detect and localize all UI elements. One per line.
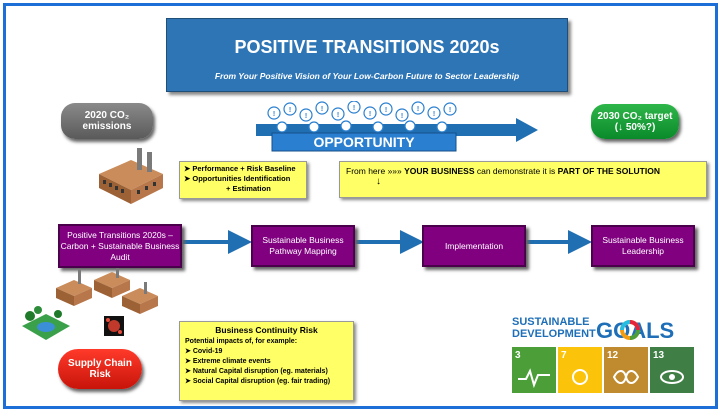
factory-icon [99, 148, 163, 204]
step-pathway-label: Sustainable Business Pathway Mapping [262, 235, 344, 256]
bullet-icon: ➤ [185, 378, 193, 385]
landscape-icon [22, 306, 70, 340]
svg-text:!: ! [289, 107, 291, 114]
svg-text:!: ! [353, 105, 355, 112]
bullet-icon: ➤ [184, 164, 193, 173]
virus-icon [104, 316, 124, 336]
svg-text:3: 3 [515, 350, 521, 361]
lightbulbs-icon [267, 101, 457, 133]
continuity-risk-note: Business Continuity Risk Potential impac… [179, 321, 354, 401]
target-line1: 2030 CO₂ target [597, 110, 673, 122]
sdg-line2: DEVELOPMENT [512, 328, 596, 340]
risk-item: Covid-19 [192, 348, 223, 355]
svg-text:!: ! [433, 111, 435, 118]
svg-text:!: ! [305, 113, 307, 120]
part-of-solution-text: PART OF THE SOLUTION [557, 166, 660, 176]
risk-item: Social Capital disruption (eg. fair trad… [192, 378, 331, 385]
bullet-icon: ➤ [185, 358, 193, 365]
sdg-tile-7: 7 [558, 347, 602, 393]
emissions-line1: 2020 CO₂ [84, 110, 130, 121]
svg-text:!: ! [273, 111, 275, 118]
continuity-risk-intro: Potential impacts of, for example: [185, 338, 298, 345]
svg-text:!: ! [321, 106, 323, 113]
svg-text:12: 12 [607, 350, 619, 361]
svg-text:!: ! [337, 112, 339, 119]
risk-item: Natural Capital disruption (eg. material… [192, 368, 328, 375]
baseline-item-3: + Estimation [226, 184, 271, 193]
small-factory-icon [94, 268, 130, 298]
title-box: POSITIVE TRANSITIONS 2020s From Your Pos… [166, 18, 568, 92]
sdg-tile-12: 12 [604, 347, 648, 393]
emissions-2020-badge: 2020 CO₂ emissions [61, 103, 153, 139]
sdg-tile-3: 3 [512, 347, 556, 393]
diagram-frame: POSITIVE TRANSITIONS 2020s From Your Pos… [3, 3, 718, 409]
svg-text:7: 7 [561, 350, 567, 361]
step-leadership-label: Sustainable Business Leadership [602, 235, 684, 256]
opportunity-graphic: !!! !!! !!! !!! OPPORTUNITY [267, 101, 457, 152]
sdg-logo: SUSTAINABLE DEVELOPMENT GOALS 3 7 12 13 [512, 316, 694, 393]
continuity-risk-title: Business Continuity Risk [215, 325, 318, 335]
svg-text:!: ! [417, 106, 419, 113]
solution-note: From here »»» YOUR BUSINESS can demonstr… [339, 161, 707, 198]
opportunity-label: OPPORTUNITY [313, 134, 415, 150]
target-2030-badge: 2030 CO₂ target (↓ 50%?) [591, 104, 679, 139]
sdg-tile-13: 13 [650, 347, 694, 393]
step-audit: Positive Transitions 2020s – Carbon + Su… [58, 224, 182, 268]
from-here-text: From here »»» [346, 166, 402, 176]
risk-item: Extreme climate events [192, 358, 271, 365]
down-arrow-icon: ↓ [376, 176, 381, 187]
baseline-note: ➤ Performance + Risk Baseline ➤ Opportun… [179, 161, 307, 199]
bullet-icon: ➤ [184, 174, 193, 183]
sdg-line1: SUSTAINABLE [512, 316, 589, 328]
target-line2: (↓ 50%?) [614, 121, 656, 133]
supply-risk-line1: Supply Chain [68, 358, 132, 369]
solution-middle-text: can demonstrate it is [474, 166, 558, 176]
baseline-item-1: Performance + Risk Baseline [192, 164, 296, 173]
step-audit-label: Positive Transitions 2020s – Carbon + Su… [60, 229, 180, 262]
bullet-icon: ➤ [185, 348, 193, 355]
small-factory-icon [56, 270, 92, 306]
baseline-item-2: Opportunities Identification [192, 174, 291, 183]
step-implementation-label: Implementation [444, 240, 504, 251]
supply-chain-risk-badge: Supply Chain Risk [58, 349, 142, 389]
svg-text:!: ! [449, 107, 451, 114]
page-title: POSITIVE TRANSITIONS 2020s [234, 37, 500, 57]
your-business-text: YOUR BUSINESS [404, 166, 475, 176]
svg-text:!: ! [385, 107, 387, 114]
sdg-wheel-icon [620, 320, 640, 340]
svg-text:!: ! [369, 111, 371, 118]
svg-text:!: ! [401, 113, 403, 120]
step-pathway-mapping: Sustainable Business Pathway Mapping [251, 225, 355, 267]
bullet-icon: ➤ [185, 368, 193, 375]
page-subtitle: From Your Positive Vision of Your Low-Ca… [214, 71, 520, 81]
supply-risk-line2: Risk [89, 369, 111, 380]
small-factory-icon [122, 282, 158, 314]
step-implementation: Implementation [422, 225, 526, 267]
step-leadership: Sustainable Business Leadership [591, 225, 695, 267]
svg-text:13: 13 [653, 350, 665, 361]
emissions-line2: emissions [82, 121, 132, 132]
supply-chain-illustration [22, 268, 158, 340]
